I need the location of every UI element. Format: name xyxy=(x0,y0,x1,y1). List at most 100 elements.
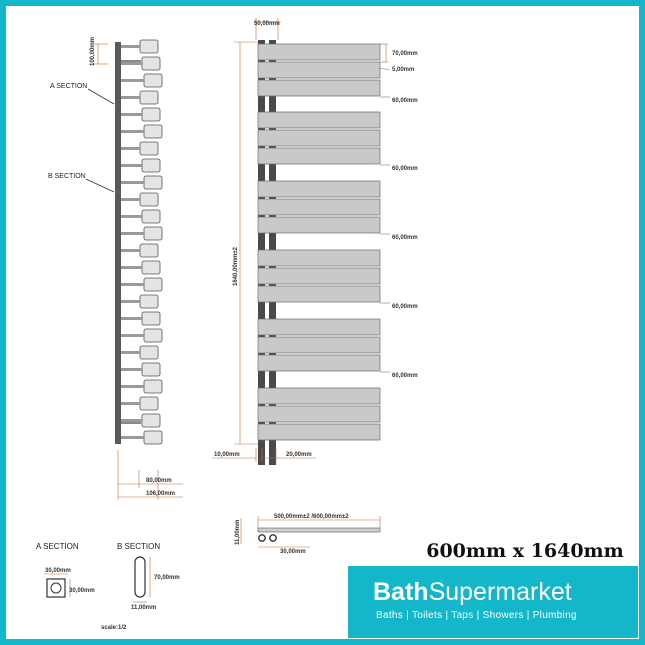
side-bar-profile xyxy=(139,90,159,105)
side-bar-profile xyxy=(141,56,161,71)
side-bar-connector xyxy=(121,96,140,99)
side-bar-profile xyxy=(139,141,159,156)
side-bar-connector xyxy=(121,62,142,65)
side-bar-profile xyxy=(141,158,161,173)
side-bar-connector xyxy=(121,266,142,269)
b-section-dim-1: 70,00mm xyxy=(154,575,180,581)
bar-height-dim: 70,00mm xyxy=(392,51,418,57)
b-section-dim-2: 11,00mm xyxy=(131,605,156,611)
side-bars xyxy=(121,39,163,445)
side-bar-connector xyxy=(121,113,142,116)
section-details: A SECTION 30,00mm 30,00mm B SECTION 70,0… xyxy=(36,542,180,631)
side-bar-profile xyxy=(139,345,159,360)
bar-gap-dim: 5,00mm xyxy=(392,67,414,73)
side-bar-connector xyxy=(121,436,144,439)
front-bar xyxy=(257,216,381,234)
a-section-profile xyxy=(46,578,66,598)
front-bar xyxy=(257,249,381,267)
side-bar-profile xyxy=(139,243,159,258)
brand-name-light: Supermarket xyxy=(428,578,572,606)
side-bar-connector xyxy=(121,215,142,218)
side-bar-connector xyxy=(121,283,144,286)
side-bar-profile xyxy=(141,107,161,122)
side-bar-profile xyxy=(143,175,163,190)
b-section-profile xyxy=(134,556,146,598)
a-section-callout: A SECTION xyxy=(50,83,87,90)
side-bar-connector xyxy=(121,351,140,354)
side-bar-profile xyxy=(139,192,159,207)
side-bar-connector xyxy=(121,317,142,320)
total-height-dim: 1640,00mm±2 xyxy=(233,246,239,286)
front-bar xyxy=(257,423,381,441)
a-section-bore xyxy=(50,582,62,594)
group-gap-dim: 60,00mm xyxy=(392,98,418,104)
plan-depth-dim: 30,00mm xyxy=(280,549,306,555)
front-bar xyxy=(257,354,381,372)
front-bar xyxy=(257,79,381,97)
front-bar xyxy=(257,405,381,423)
front-bar xyxy=(257,147,381,165)
side-bar-profile xyxy=(143,277,163,292)
brand-tagline: Baths | Toilets | Taps | Showers | Plumb… xyxy=(376,610,577,621)
drawing-scale: scale:1/2 xyxy=(101,625,127,631)
brand-banner: BathSupermarket Baths | Toilets | Taps |… xyxy=(348,566,638,638)
side-bar-profile xyxy=(141,362,161,377)
a-section-dim-2: 30,00mm xyxy=(69,588,95,594)
side-bar-profile xyxy=(141,311,161,326)
size-label: 600mm x 1640mm xyxy=(426,540,624,562)
side-bar-profile xyxy=(143,328,163,343)
side-bar-profile xyxy=(143,73,163,88)
side-bar-connector xyxy=(121,181,144,184)
side-bar-connector xyxy=(121,198,140,201)
plan-view: 500,00mm±2 /600,00mm±2 11,00mm 30,00mm xyxy=(235,514,381,555)
side-bar-profile xyxy=(141,413,161,428)
front-bar xyxy=(257,129,381,147)
side-bar-connector xyxy=(121,368,142,371)
front-bar xyxy=(257,180,381,198)
b-section-title: B SECTION xyxy=(117,542,160,551)
side-bar-profile xyxy=(139,294,159,309)
left-offset-dim: 10,00mm xyxy=(214,452,240,458)
side-dim-106: 106,00mm xyxy=(146,491,175,497)
plan-pipe-right xyxy=(269,534,277,542)
side-bar-profile xyxy=(139,39,159,54)
side-top-dim: 100,00mm xyxy=(90,37,96,66)
front-bar xyxy=(257,285,381,303)
group-gap-dim: 60,00mm xyxy=(392,235,418,241)
side-bar-connector xyxy=(121,79,144,82)
side-bar-connector xyxy=(121,164,142,167)
front-bar xyxy=(257,111,381,129)
side-bar-profile xyxy=(143,124,163,139)
side-bar-connector xyxy=(121,300,140,303)
side-bar-connector xyxy=(121,45,140,48)
group-gap-dim: 60,00mm xyxy=(392,304,418,310)
side-bar-profile xyxy=(143,379,163,394)
side-bar-connector xyxy=(121,130,144,133)
side-dim-80: 80,00mm xyxy=(146,478,172,484)
a-section-title: A SECTION xyxy=(36,542,79,551)
side-view: 100,00mm A SECTION B SECTION 80,00mm 106… xyxy=(48,37,183,500)
front-bar xyxy=(257,336,381,354)
side-bar-profile xyxy=(141,260,161,275)
side-bar-connector xyxy=(121,402,140,405)
side-pipe xyxy=(115,42,121,444)
front-bars xyxy=(257,43,381,441)
a-section-dim-1: 30,00mm xyxy=(45,568,71,574)
pipe-width-dim: 20,00mm xyxy=(286,452,312,458)
side-bar-profile xyxy=(143,430,163,445)
group-gap-dim: 60,00mm xyxy=(392,166,418,172)
side-bar-connector xyxy=(121,147,140,150)
front-bar xyxy=(257,267,381,285)
side-bar-profile xyxy=(139,396,159,411)
side-bar-connector xyxy=(121,419,142,422)
front-bar xyxy=(257,318,381,336)
front-bar xyxy=(257,61,381,79)
side-bar-connector xyxy=(121,334,144,337)
b-section-callout: B SECTION xyxy=(48,173,86,180)
brand-logo: BathSupermarket xyxy=(373,578,572,607)
front-bar xyxy=(257,198,381,216)
plan-height-dim: 11,00mm xyxy=(235,520,241,545)
front-bar xyxy=(257,43,381,61)
plan-pipe-left xyxy=(258,534,266,542)
